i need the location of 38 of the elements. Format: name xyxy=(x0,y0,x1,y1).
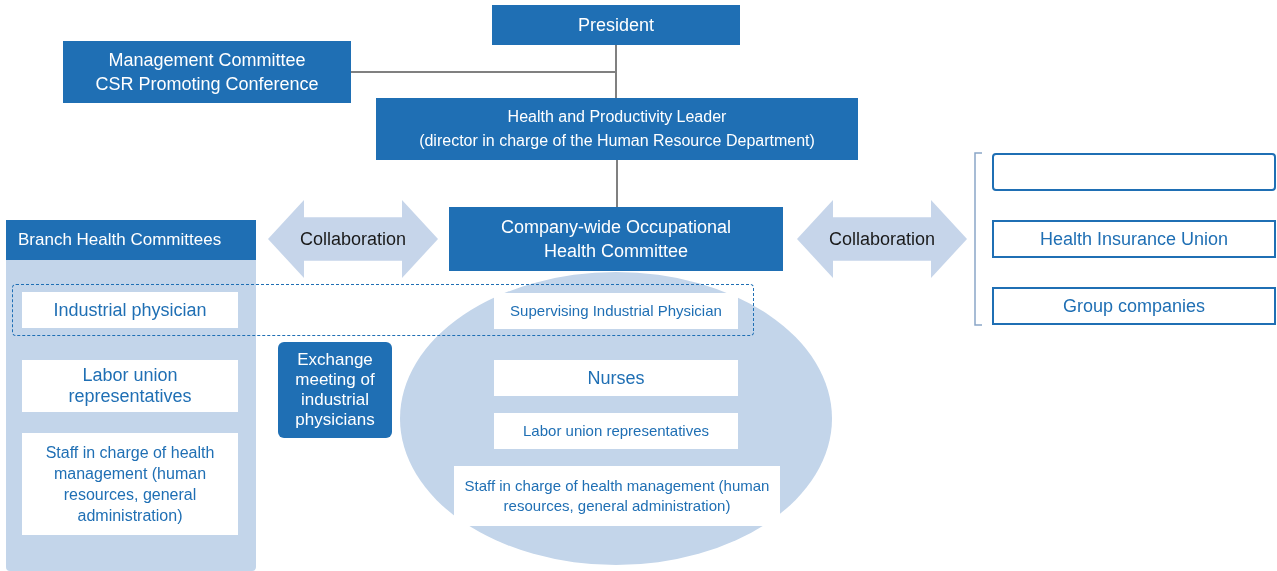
box-label: Staff in charge of health management (human resources, general administration) xyxy=(44,443,216,526)
org-box xyxy=(449,207,783,271)
connector-line xyxy=(616,159,618,208)
box-label: Exchange meeting of industrial physicians xyxy=(294,350,376,430)
member-box xyxy=(494,413,738,449)
collaboration-label: Collaboration xyxy=(828,227,936,251)
box-label: Nurses xyxy=(586,367,646,389)
member-box xyxy=(454,466,780,526)
partner-box xyxy=(992,220,1276,258)
connector-line xyxy=(615,44,617,99)
org-box xyxy=(492,5,740,45)
box-label: (director in charge of the Human Resource Department) xyxy=(418,131,816,151)
org-box xyxy=(63,41,351,103)
box-label: Health Insurance Union xyxy=(1038,227,1230,251)
box-label: President xyxy=(576,14,655,37)
member-box xyxy=(22,433,238,535)
member-box xyxy=(494,293,738,329)
box-label: Staff in charge of health management (human resources, general administration) xyxy=(463,476,771,516)
box-label: Company-wide Occupational Health Committee xyxy=(499,216,733,263)
box-label: Industrial physician xyxy=(52,299,208,321)
box-label: Labor union representatives xyxy=(67,365,193,407)
box-label: Health and Productivity Leader xyxy=(506,107,728,127)
collaboration-label: Collaboration xyxy=(299,227,407,251)
partner-box xyxy=(992,287,1276,325)
meeting-box xyxy=(278,342,392,438)
box-label: Group companies xyxy=(1061,294,1207,318)
box-label: Branch Health Committees xyxy=(17,229,223,252)
box-label: Labor union representatives xyxy=(522,421,710,441)
member-box xyxy=(22,292,238,328)
member-box xyxy=(494,360,738,396)
box-label: Supervising Industrial Physician xyxy=(509,301,723,321)
org-box xyxy=(376,98,858,160)
partner-box xyxy=(992,153,1276,191)
box-label: Management Committee xyxy=(107,49,307,72)
panel-header xyxy=(6,220,256,260)
box-label: CSR Promoting Conference xyxy=(94,73,320,96)
committee-panel xyxy=(6,220,256,571)
member-box xyxy=(22,360,238,412)
